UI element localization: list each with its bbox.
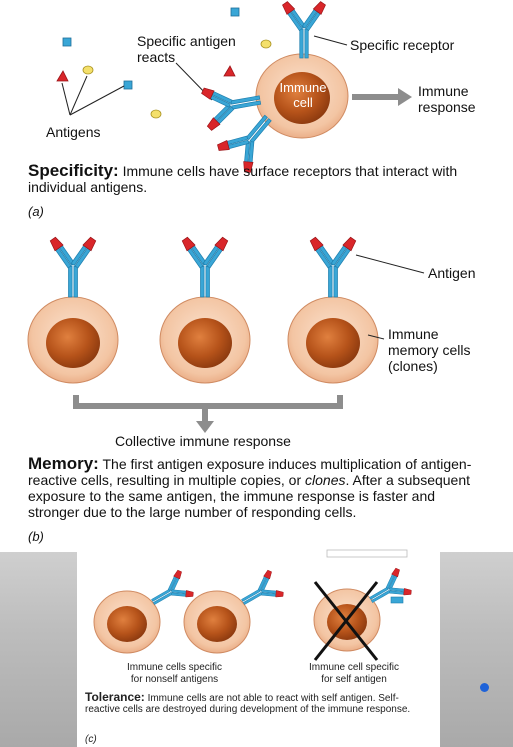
- label-antigens: Antigens: [46, 124, 101, 140]
- memory-cells-pointer: [367, 334, 385, 340]
- receptor-top: [280, 0, 328, 59]
- panel-a-label: (a): [28, 204, 44, 219]
- panel-a-diagram: [56, 0, 412, 178]
- label-nonself-cells: Immune cells specific for nonself antige…: [127, 662, 223, 685]
- panel-b-label: (b): [28, 529, 44, 544]
- immune-response-arrow: [352, 88, 412, 106]
- antigens-pointer-lines: [61, 75, 125, 116]
- antigen-red-triangle: [223, 65, 236, 77]
- caption-text: Immune cells have surface receptors that…: [28, 163, 458, 195]
- caption-title: Memory:: [28, 454, 99, 473]
- label-memory-cells: Immune memory cells (clones): [388, 326, 471, 374]
- antigen-blue-square: [62, 37, 72, 47]
- panel-c-label: (c): [85, 734, 97, 745]
- antigen-yellow-oval: [260, 39, 272, 49]
- panel-c-figure: Immune cells specific for nonself antige…: [77, 549, 440, 747]
- caption-title: Tolerance:: [85, 690, 145, 704]
- memory-cell-3: [287, 235, 379, 384]
- label-antigen: Antigen: [428, 265, 476, 281]
- antigen-blue-square: [230, 7, 240, 17]
- label-specific-antigen: Specific antigen reacts: [137, 33, 236, 65]
- antigen-blue-square: [123, 80, 133, 90]
- page-indicator-dot[interactable]: [480, 683, 489, 692]
- antigen-yellow-oval: [150, 109, 162, 119]
- label-specific-receptor: Specific receptor: [350, 37, 455, 53]
- memory-caption: Memory: The first antigen exposure induc…: [28, 454, 490, 520]
- label-immune-response: Immune response: [418, 83, 476, 115]
- specificity-caption: Specificity: Immune cells have surface r…: [28, 161, 490, 195]
- label-collective-response: Collective immune response: [115, 433, 291, 449]
- caption-text-end: . After a subsequent exposure to the sam…: [28, 472, 471, 520]
- specific-receptor-pointer: [313, 35, 348, 46]
- antigen-yellow-oval: [82, 65, 94, 75]
- caption-italic: clones: [305, 472, 346, 488]
- panel-b-diagram: [27, 235, 425, 433]
- self-reactive-cell: [313, 565, 415, 661]
- antigen-pointer: [355, 254, 425, 274]
- label-immune-cell: Immune cell: [279, 80, 327, 110]
- immune-cell-nucleus: [274, 72, 330, 124]
- nonself-cell-1: [93, 567, 197, 654]
- receptor-left-bound: [199, 77, 265, 133]
- panel-c-diagram: [93, 549, 415, 661]
- caption-text: The first antigen exposure induces multi…: [28, 456, 472, 488]
- memory-cell-1: [27, 235, 119, 384]
- antigen-red-triangle: [56, 70, 69, 82]
- tolerance-caption: Tolerance: Immune cells are not able to …: [85, 690, 425, 715]
- memory-cell-2: [159, 235, 251, 384]
- caption-text: Immune cells are not able to react with …: [85, 693, 411, 715]
- label-self-cell: Immune cell specific for self antigen: [309, 662, 400, 685]
- collective-bracket: [73, 395, 343, 433]
- nonself-cell-2: [183, 567, 287, 654]
- caption-title: Specificity:: [28, 161, 119, 180]
